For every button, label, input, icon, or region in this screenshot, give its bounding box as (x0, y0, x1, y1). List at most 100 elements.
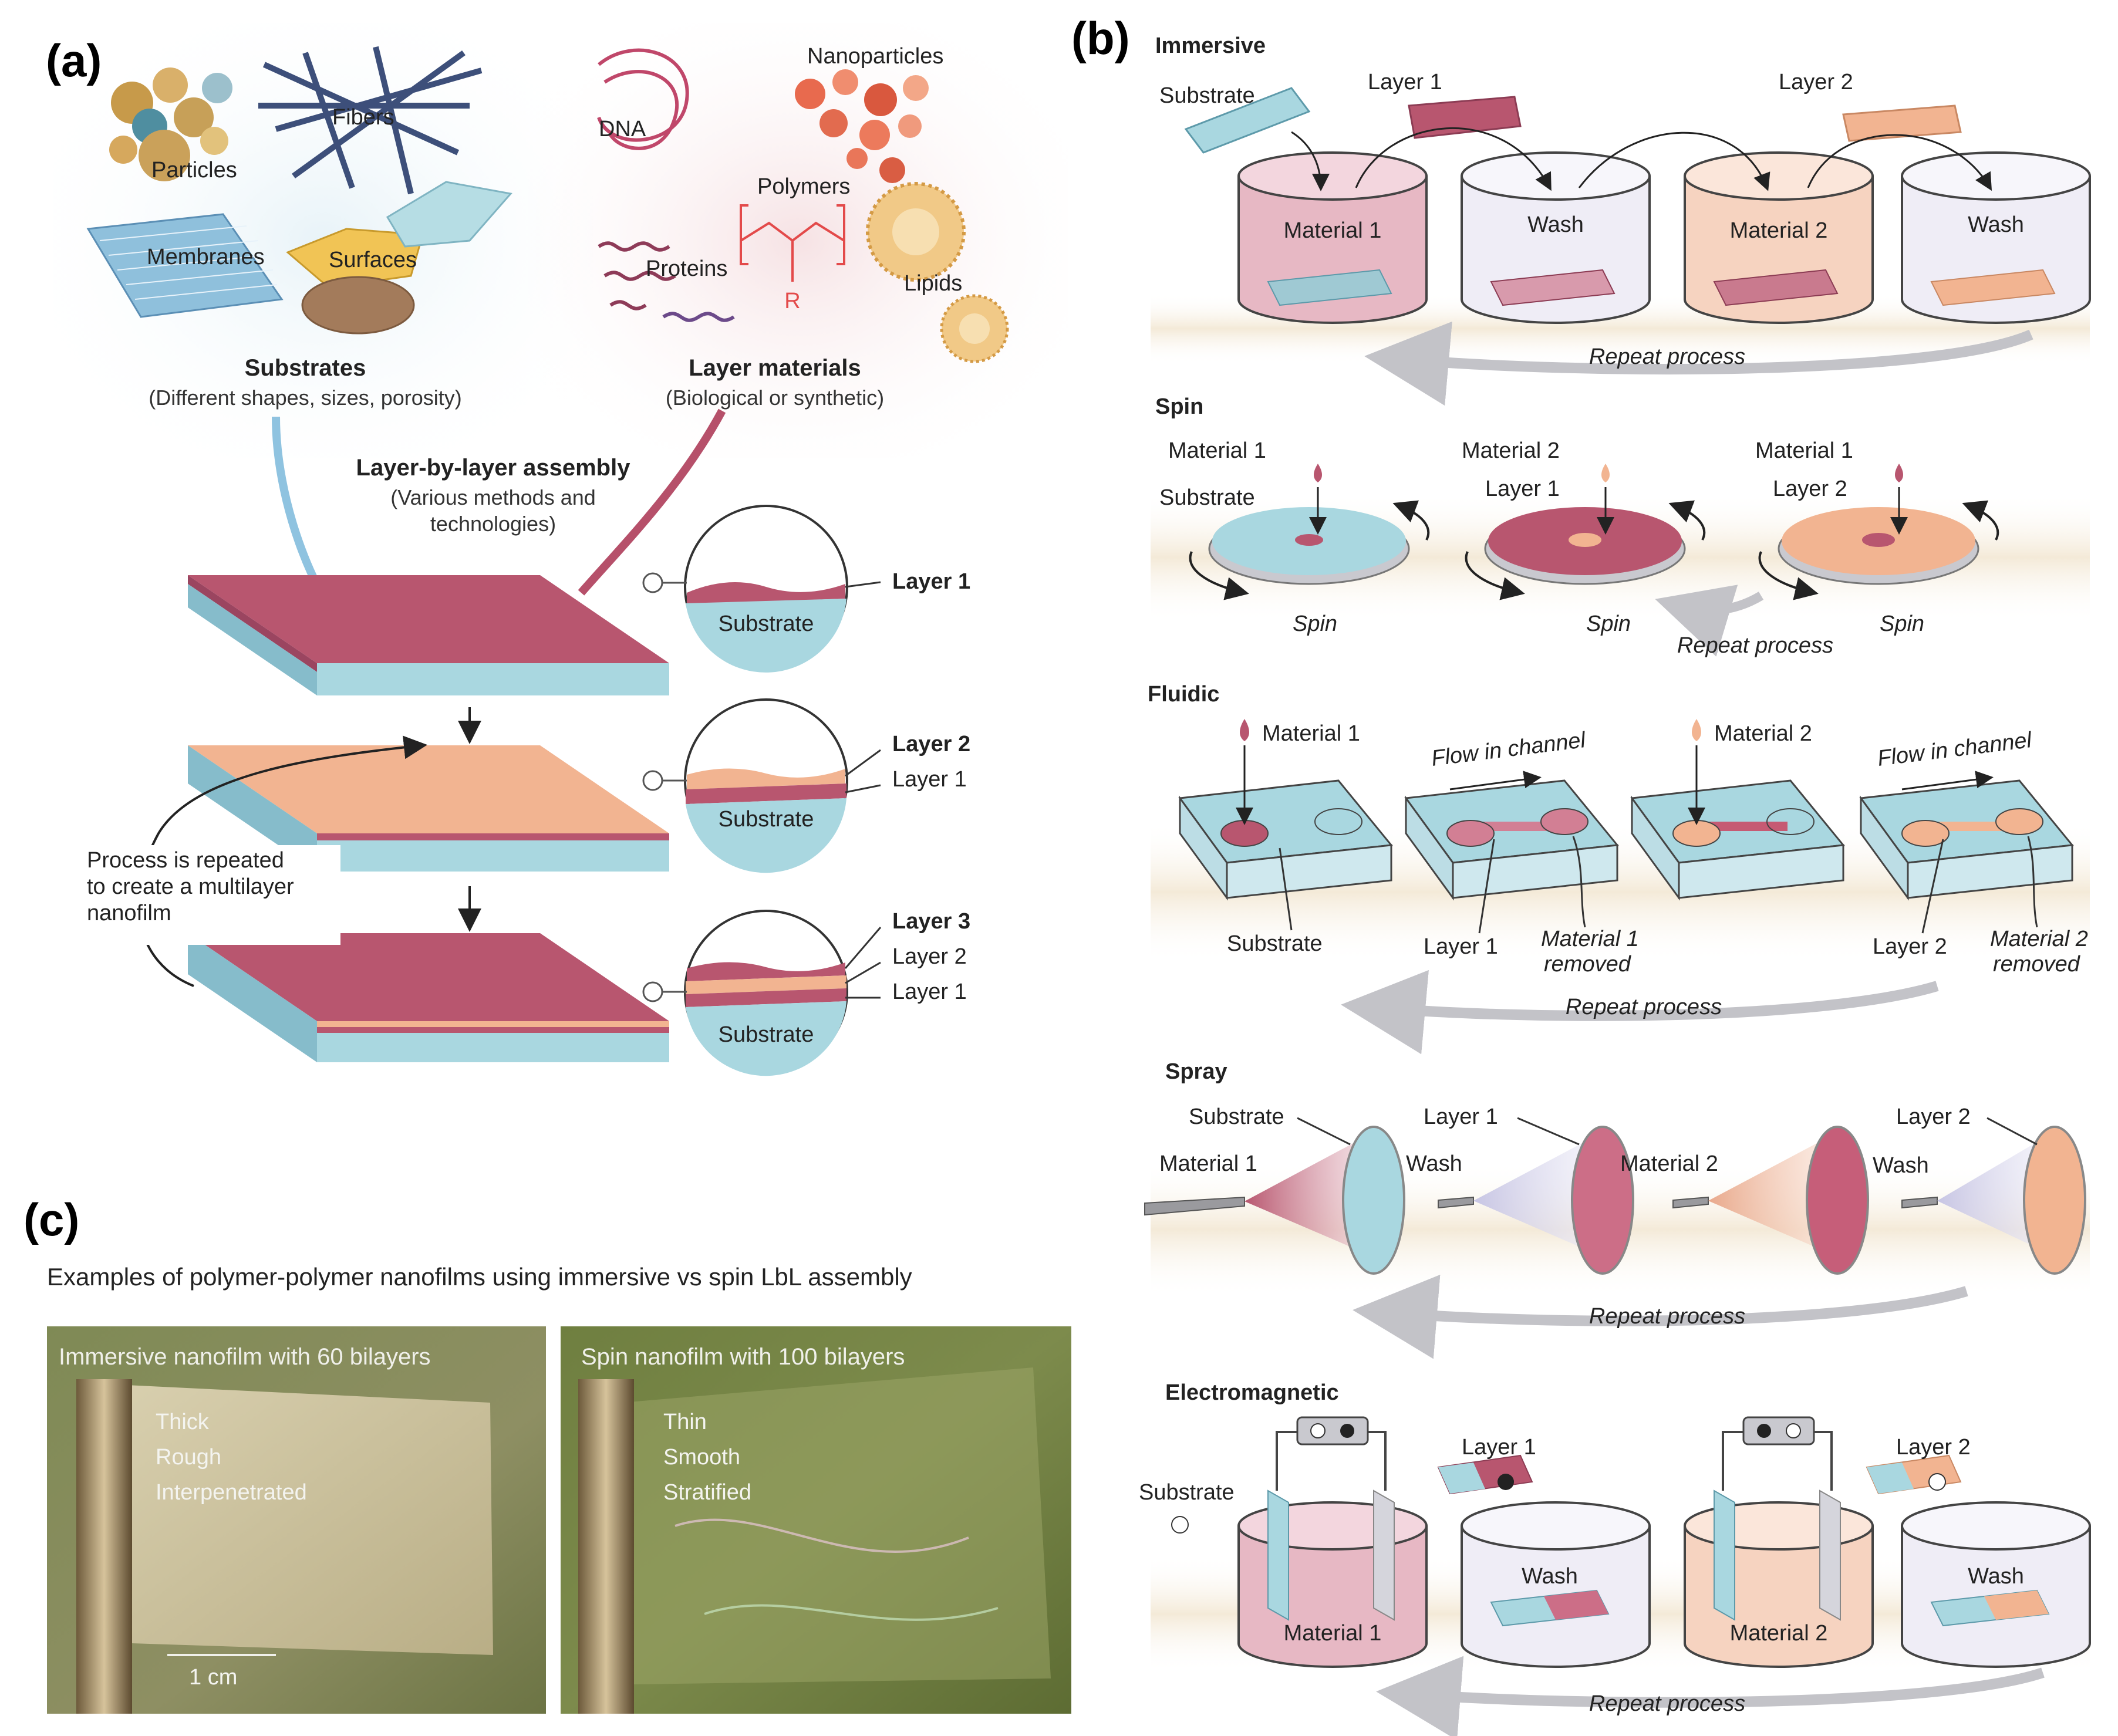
spray-station-3 (1672, 1126, 1869, 1275)
zoom-circle-1 (642, 505, 848, 673)
electro-beaker-4 (1866, 1454, 2091, 1668)
fluidic-material1-label: Material 1 (1262, 721, 1360, 746)
fluidic-repeat-label: Repeat process (1566, 995, 1722, 1019)
zoom1-substrate-label: Substrate (719, 612, 814, 636)
immersive-layer2-slide (1842, 104, 1962, 142)
zoom2-layer2-label: Layer 2 (892, 732, 970, 756)
polymer-structure-icon (740, 204, 845, 282)
zoom3-layer2-leader (845, 961, 881, 984)
photo-immersive-title: Immersive nanofilm with 60 bilayers (59, 1344, 431, 1370)
fluidic-title: Fluidic (1148, 682, 1219, 707)
zoom2-substrate-label: Substrate (719, 807, 814, 832)
process-note-line-2: to create a multilayer (87, 874, 294, 899)
fluidic-m2-removed-b: removed (1993, 952, 2081, 977)
membranes-icon (86, 213, 284, 318)
spray-substrate-label: Substrate (1189, 1105, 1284, 1129)
zoom2-layer2-leader (845, 749, 881, 777)
spin-disc-3 (1758, 500, 1999, 600)
spray-station-2 (1438, 1126, 1634, 1275)
spray-title: Spray (1165, 1059, 1227, 1084)
spray-repeat-arrow (1353, 1274, 1968, 1359)
scale-bar-label: 1 cm (189, 1665, 237, 1690)
immersive-transfer-arrows (1291, 127, 1992, 191)
immersive-repeat-label: Repeat process (1589, 345, 1745, 369)
zoom2-layer1-label: Layer 1 (892, 767, 967, 792)
immersive-material2-label: Material 2 (1730, 218, 1828, 243)
spray-wash1-label: Wash (1406, 1151, 1462, 1176)
spin-layer1-label: Layer 1 (1485, 477, 1560, 501)
process-note-line-3: nanofilm (87, 901, 171, 926)
fluidic-substrate-label: Substrate (1227, 931, 1323, 956)
fluidic-chip-2 (1404, 779, 1619, 901)
immersive-title: Immersive (1155, 33, 1266, 58)
fibers-icon (258, 46, 483, 195)
fluidic-flow-label-1: Flow in channel (1430, 728, 1588, 771)
electro-title: Electromagnetic (1165, 1380, 1339, 1405)
photo-spin-title: Spin nanofilm with 100 bilayers (581, 1344, 905, 1370)
zoom1-layer1-leader (845, 581, 881, 588)
fluidic-flow-label-2: Flow in channel (1876, 728, 2034, 771)
process-note-line-1: Process is repeated (87, 848, 284, 873)
zoom-circle-2 (642, 698, 848, 873)
fluidic-drop-arrows (1236, 745, 1994, 825)
process-note-bg (82, 845, 340, 945)
beaker-wash-2 (1901, 151, 2091, 324)
immersive-substrate-slide (1184, 87, 1311, 154)
zoom3-layer3-label: Layer 3 (892, 909, 970, 934)
electro-beaker-3 (1684, 1416, 1874, 1668)
panel-a-letter: (a) (46, 35, 102, 86)
spin-material2-label: Material 2 (1462, 438, 1560, 463)
electro-wash1-label: Wash (1522, 1564, 1578, 1589)
spray-repeat-label: Repeat process (1589, 1304, 1745, 1329)
electro-wash2-label: Wash (1968, 1564, 2024, 1589)
spin-label-1: Spin (1293, 612, 1337, 636)
electro-substrate-label: Substrate (1139, 1480, 1235, 1505)
r-group-label: R (784, 289, 800, 313)
surfaces-label: Surfaces (329, 248, 417, 272)
proteins-icon (598, 241, 735, 322)
lipids-label: Lipids (904, 271, 962, 296)
immersive-layer1-slide (1408, 96, 1522, 139)
slab-layer-3 (188, 933, 669, 1062)
materials-subtitle: (Biological or synthetic) (666, 386, 884, 410)
immersive-wash2-label: Wash (1968, 212, 2024, 237)
photo-spin (561, 1326, 1071, 1714)
zoom2-layer1-leader (845, 784, 881, 793)
spin-repeat-arrow (1655, 585, 1764, 657)
fluidic-m2-removed-a: Material 2 (1990, 927, 2088, 951)
slab-layer-1 (188, 575, 669, 695)
spin-repeat-label: Repeat process (1677, 633, 1833, 658)
fluidic-m1-removed-a: Material 1 (1541, 927, 1639, 951)
lipids-icon (866, 182, 1009, 363)
immersive-layer2-label: Layer 2 (1779, 70, 1853, 94)
zoom3-layer3-leader (844, 927, 882, 969)
spin-disc-1 (1189, 500, 1430, 600)
membranes-label: Membranes (147, 245, 265, 269)
assembly-subtitle-1: (Various methods and (390, 485, 596, 509)
photo-immersive-trait-2: Rough (156, 1445, 221, 1470)
fluidic-layer2-label: Layer 2 (1873, 934, 1947, 959)
photo-spin-trait-3: Stratified (663, 1480, 751, 1505)
fluidic-m1-removed-b: removed (1544, 952, 1632, 977)
spray-station-4 (1901, 1126, 2086, 1275)
panel-b: (b) Immersive Substrate Layer 1 Layer 2 (1071, 12, 2091, 1736)
beaker-material2 (1684, 151, 1874, 324)
panel-c-caption: Examples of polymer-polymer nanofilms us… (47, 1263, 912, 1291)
fluidic-layer1-label: Layer 1 (1424, 934, 1498, 959)
assembly-subtitle-2: technologies) (430, 512, 556, 536)
zoom3-substrate-label: Substrate (719, 1022, 814, 1047)
proteins-label: Proteins (646, 256, 727, 281)
electro-repeat-arrow (1376, 1656, 2045, 1736)
fluidic-drop-icons (1240, 719, 1701, 741)
zoom3-layer2-label: Layer 2 (892, 944, 967, 969)
material-flow-arrow (578, 408, 726, 596)
spin-drop-arrows (1309, 487, 1908, 535)
panel-c: (c) Examples of polymer-polymer nanofilm… (23, 1194, 1071, 1714)
fluidic-material2-label: Material 2 (1714, 721, 1812, 746)
spray-station-1 (1144, 1126, 1405, 1275)
materials-title: Layer materials (689, 355, 861, 381)
electro-beaker-2 (1437, 1454, 1651, 1668)
particles-icon (109, 67, 232, 181)
spin-title: Spin (1155, 394, 1203, 419)
